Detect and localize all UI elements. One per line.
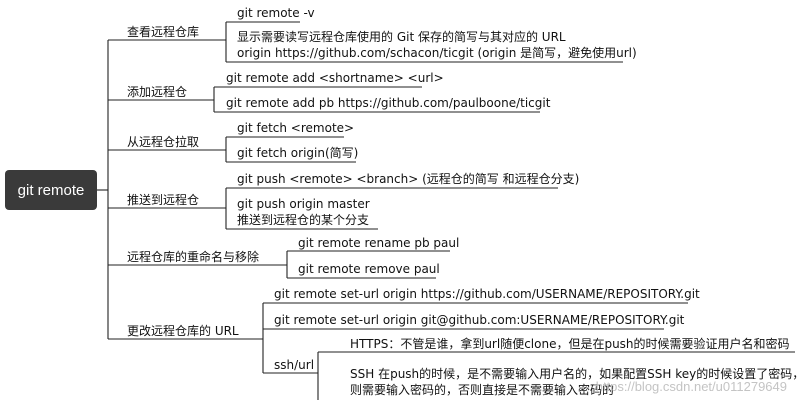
leaf-rename-2: git remote remove paul: [298, 262, 440, 276]
leaf-fetch-1: git fetch <remote>: [237, 121, 355, 135]
leaf-view-2: 显示需要读写远程仓库使用的 Git 保存的简写与其对应的 URL: [237, 30, 566, 44]
leaf-seturl-1: git remote set-url origin https://github…: [274, 287, 700, 301]
leaf-add-1: git remote add <shortname> <url>: [226, 71, 444, 85]
root-node: git remote: [5, 170, 97, 210]
branch-fetch-label: 从远程仓拉取: [127, 135, 200, 149]
branch-seturl-label: 更改远程仓库的 URL: [127, 324, 239, 338]
leaf-view-3: origin https://github.com/schacon/ticgit…: [237, 46, 637, 60]
branch-add-label: 添加远程仓: [127, 85, 188, 99]
leaf-rename-1: git remote rename pb paul: [298, 236, 460, 250]
sub-sshurl-label: ssh/url: [274, 358, 315, 372]
leaf-view-1: git remote -v: [237, 6, 315, 20]
watermark: https://blog.csdn.net/u011279649: [595, 379, 787, 394]
leaf-sshurl-2: SSH 在push的时候，是不需要输入用户名的，如果配置SSH key的时候设置…: [350, 367, 797, 381]
leaf-sshurl-1: HTTPS：不管是谁，拿到url随便clone，但是在push的时候需要验证用户…: [350, 337, 790, 351]
leaf-add-2: git remote add pb https://github.com/pau…: [226, 96, 551, 110]
leaf-fetch-2: git fetch origin(简写): [237, 146, 359, 160]
leaf-push-3: 推送到远程仓的某个分支: [237, 213, 370, 227]
branch-rename-label: 远程仓库的重命名与移除: [127, 250, 260, 264]
leaf-push-2: git push origin master: [237, 197, 370, 211]
branch-view-label: 查看远程仓库: [127, 25, 200, 39]
branch-push-label: 推送到远程仓: [127, 193, 200, 207]
leaf-push-1: git push <remote> <branch> (远程仓的简写 和远程仓分…: [237, 172, 580, 186]
leaf-sshurl-3: 则需要输入密码的，否则直接是不需要输入密码的: [350, 383, 615, 397]
leaf-seturl-2: git remote set-url origin git@github.com…: [274, 313, 685, 327]
